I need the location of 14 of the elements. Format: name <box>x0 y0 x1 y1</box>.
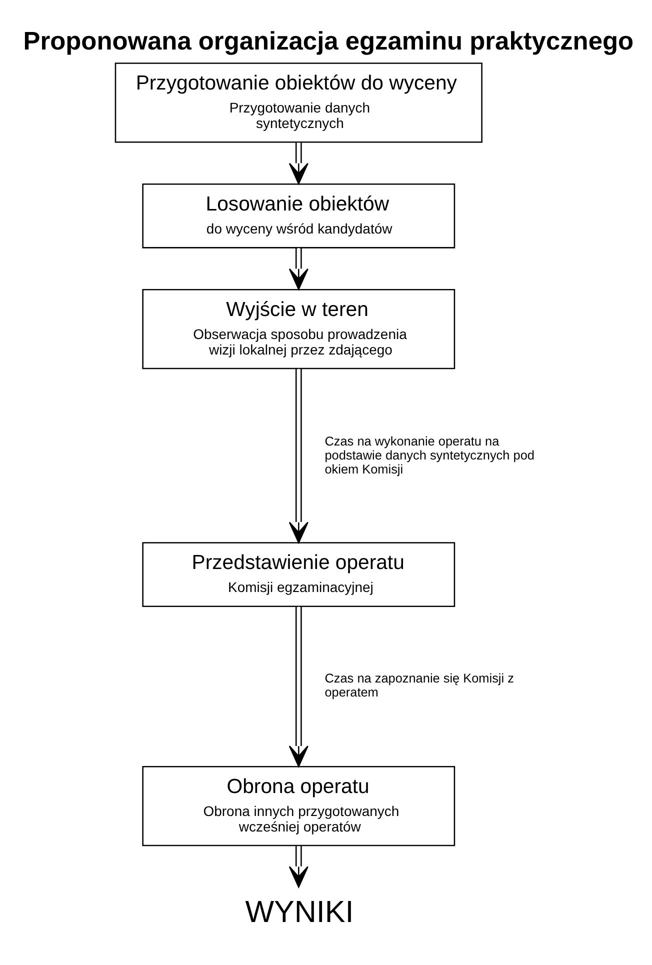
node-box: Przedstawienie operatu Komisji egzaminacyjnej <box>142 542 456 607</box>
arrow <box>288 846 308 888</box>
edge-label: Czas na zapoznanie się Komisji z operatem <box>324 670 514 700</box>
node-box: Obrona operatu Obrona innych przygotowanych wcześniej operatów <box>142 766 456 846</box>
arrow <box>288 606 308 767</box>
arrow <box>288 142 308 184</box>
node-box: Losowanie obiektów do wyceny wśród kandydatów <box>142 182 456 248</box>
node-text: WYNIKI <box>245 894 354 929</box>
node-box: Przygotowanie obiektów do wyceny Przygotowanie danych syntetycznych <box>114 62 482 142</box>
arrow <box>288 247 308 290</box>
node-box: Wyjście w teren Obserwacja sposobu prowadzenia wizji lokalnej przez zdającego <box>142 288 456 369</box>
diagram-title: Proponowana organizacja egzaminu praktycznego <box>23 26 634 55</box>
edge-label: Czas na wykonanie operatu na podstawie danych syntetycznych pod okiem Komisji <box>324 432 534 476</box>
arrow <box>288 368 308 543</box>
